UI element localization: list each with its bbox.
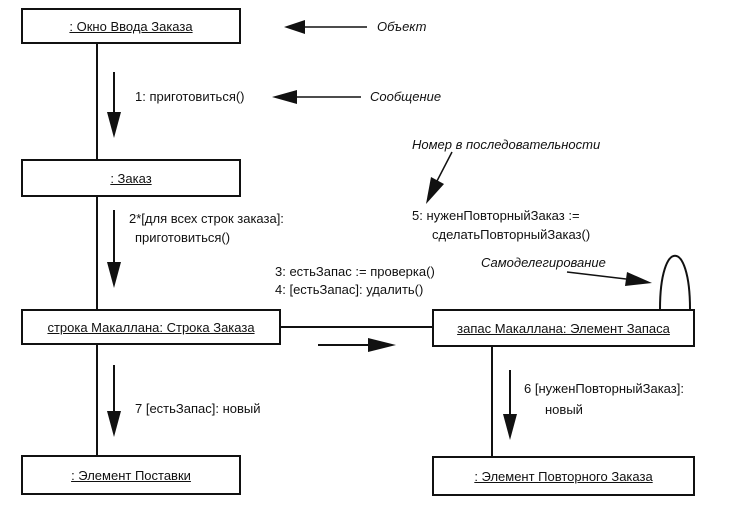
pointer-message (272, 90, 361, 104)
object-label: : Элемент Поставки (71, 467, 191, 483)
message-2-label-line2: приготовиться() (135, 230, 231, 245)
object-macallan-order-line: строка Макаллана: Строка Заказа (21, 309, 281, 345)
annotation-object: Объект (377, 19, 427, 34)
object-macallan-stock-item: запас Макаллана: Элемент Запаса (432, 309, 695, 347)
object-label: запас Макаллана: Элемент Запаса (457, 320, 670, 336)
arrow-msg-1 (107, 72, 121, 138)
message-5-label-line2: сделатьПовторныйЗаказ() (432, 227, 591, 242)
message-3-label: 3: естьЗапас := проверка() (275, 264, 435, 279)
object-label: : Окно Ввода Заказа (69, 18, 193, 34)
pointer-self-delegation (566, 271, 652, 286)
object-order: : Заказ (21, 159, 241, 197)
pointer-sequence-number (426, 151, 453, 204)
object-reorder-item: : Элемент Повторного Заказа (432, 456, 695, 496)
object-delivery-item: : Элемент Поставки (21, 455, 241, 495)
annotation-message: Сообщение (370, 89, 442, 104)
object-label: : Заказ (110, 170, 152, 186)
object-order-entry-window: : Окно Ввода Заказа (21, 8, 241, 44)
annotation-self-delegation: Самоделегирование (481, 255, 606, 270)
self-link-loop (659, 254, 691, 310)
message-4-label: 4: [естьЗапас]: удалить() (275, 282, 424, 297)
arrow-msg-2 (107, 210, 121, 288)
message-5-label-line1: 5: нуженПовторныйЗаказ := (412, 208, 580, 223)
annotation-sequence-number: Номер в последовательности (412, 137, 601, 152)
arrow-msg-7 (107, 365, 121, 437)
message-6-label-line1: 6 [нуженПовторныйЗаказ]: (524, 381, 684, 396)
message-6-label-line2: новый (545, 402, 583, 417)
object-label: : Элемент Повторного Заказа (474, 468, 653, 484)
arrow-msg-6 (503, 370, 517, 440)
arrow-msg-3-4 (318, 338, 396, 352)
pointer-object (284, 20, 367, 34)
message-7-label: 7 [естьЗапас]: новый (135, 401, 261, 416)
message-1-label: 1: приготовиться() (135, 89, 245, 104)
object-label: строка Макаллана: Строка Заказа (47, 319, 255, 335)
message-2-label-line1: 2*[для всех строк заказа]: (129, 211, 284, 226)
